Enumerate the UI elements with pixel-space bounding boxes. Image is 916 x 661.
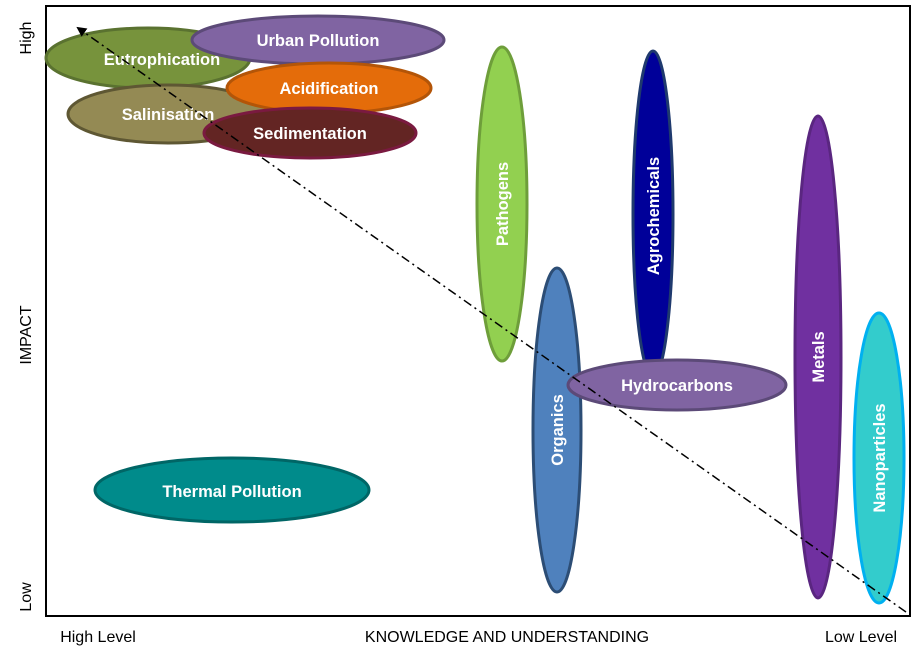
ellipse-group-agrochemicals: Agrochemicals xyxy=(631,49,675,379)
trend-arrow xyxy=(76,26,907,613)
x-axis-title: KNOWLEDGE AND UNDERSTANDING xyxy=(365,629,649,646)
label-pathogens: Pathogens xyxy=(494,162,512,246)
x-right-label: Low Level xyxy=(825,629,897,646)
y-high-label: High xyxy=(18,22,35,55)
ellipse-group-hydrocarbons: Hydrocarbons xyxy=(566,358,788,412)
ellipse-sedimentation xyxy=(202,106,418,160)
label-nanoparticles: Nanoparticles xyxy=(871,403,889,512)
label-organics: Organics xyxy=(549,394,567,466)
label-thermal: Thermal Pollution xyxy=(162,483,301,501)
ellipse-pathogens xyxy=(475,45,529,363)
ellipse-group-acidification: Acidification xyxy=(225,61,433,115)
label-acidification: Acidification xyxy=(279,80,378,98)
y-low-label: Low xyxy=(18,582,35,612)
ellipse-group-thermal: Thermal Pollution xyxy=(93,456,371,524)
y-axis-title: IMPACT xyxy=(18,305,35,364)
ellipse-hydrocarbons xyxy=(566,358,788,412)
label-urban: Urban Pollution xyxy=(257,32,380,50)
label-hydrocarbons: Hydrocarbons xyxy=(621,377,733,395)
label-metals: Metals xyxy=(810,331,828,382)
ellipse-nanoparticles xyxy=(852,311,906,605)
label-agrochemicals: Agrochemicals xyxy=(645,157,663,275)
label-salinisation: Salinisation xyxy=(122,106,215,124)
ellipse-group-metals: Metals xyxy=(793,114,843,600)
label-eutrophication: Eutrophication xyxy=(104,51,220,69)
x-left-label: High Level xyxy=(60,629,136,646)
ellipse-group-urban: Urban Pollution xyxy=(190,14,446,66)
ellipse-thermal xyxy=(93,456,371,524)
label-sedimentation: Sedimentation xyxy=(253,125,367,143)
ellipse-group-pathogens: Pathogens xyxy=(475,45,529,363)
ellipse-metals xyxy=(793,114,843,600)
ellipse-group-sedimentation: Sedimentation xyxy=(202,106,418,160)
ellipse-organics xyxy=(531,266,583,594)
ellipse-group-nanoparticles: Nanoparticles xyxy=(852,311,906,605)
ellipse-group-organics: Organics xyxy=(531,266,583,594)
